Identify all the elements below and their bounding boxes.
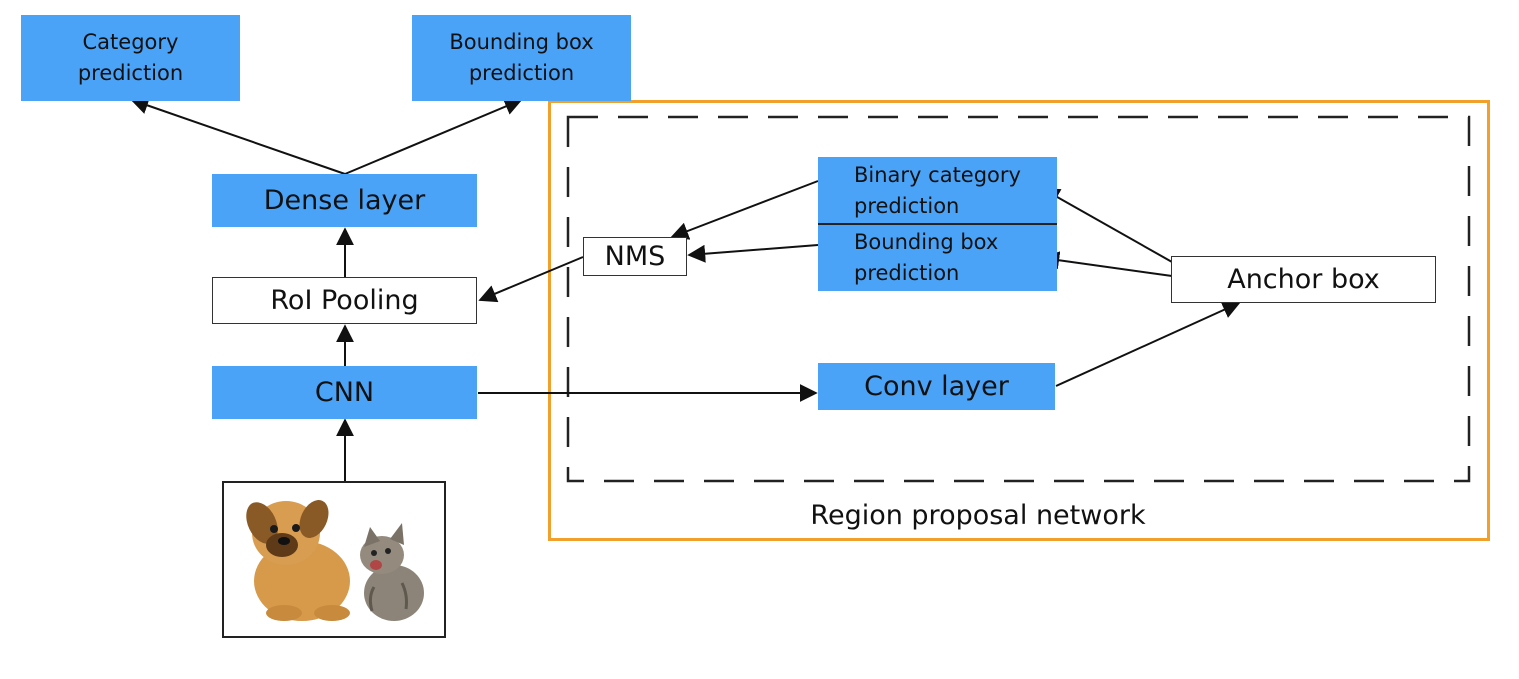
region-proposal-network-label: Region proposal network xyxy=(810,500,1146,531)
arrow-dense-to-category xyxy=(130,96,346,175)
arrow-conv-to-anchor xyxy=(1055,301,1241,387)
arrow-anchor-to-bbox xyxy=(1041,251,1173,277)
anchor-box-node: Anchor box xyxy=(1171,256,1436,303)
arrow-nms-to-roi-pooling xyxy=(478,256,584,303)
arrow-binary-to-nms xyxy=(670,180,819,240)
cnn-box: CNN xyxy=(212,366,477,419)
conv-layer-box: Conv layer xyxy=(818,363,1055,410)
input-image xyxy=(222,481,446,638)
region-proposal-network-frame xyxy=(548,100,1490,541)
bounding-box-prediction-box: Bounding box prediction xyxy=(412,15,631,101)
dense-layer-box: Dense layer xyxy=(212,174,477,227)
arrow-anchor-to-binary xyxy=(1041,188,1173,263)
arrow-dense-to-bbox xyxy=(344,97,523,175)
arrow-bbox-to-nms xyxy=(687,244,819,263)
roi-pooling-box: RoI Pooling xyxy=(212,277,477,324)
prediction-divider xyxy=(818,223,1057,225)
nms-box: NMS xyxy=(583,237,687,276)
binary-category-prediction-box: Binary category prediction xyxy=(818,157,1057,224)
puppy-kitten-illustration xyxy=(224,483,443,635)
rpn-bounding-box-prediction-box: Bounding box prediction xyxy=(818,225,1057,291)
rpn-dashed-region xyxy=(566,115,1471,483)
category-prediction-box: Category prediction xyxy=(21,15,240,101)
